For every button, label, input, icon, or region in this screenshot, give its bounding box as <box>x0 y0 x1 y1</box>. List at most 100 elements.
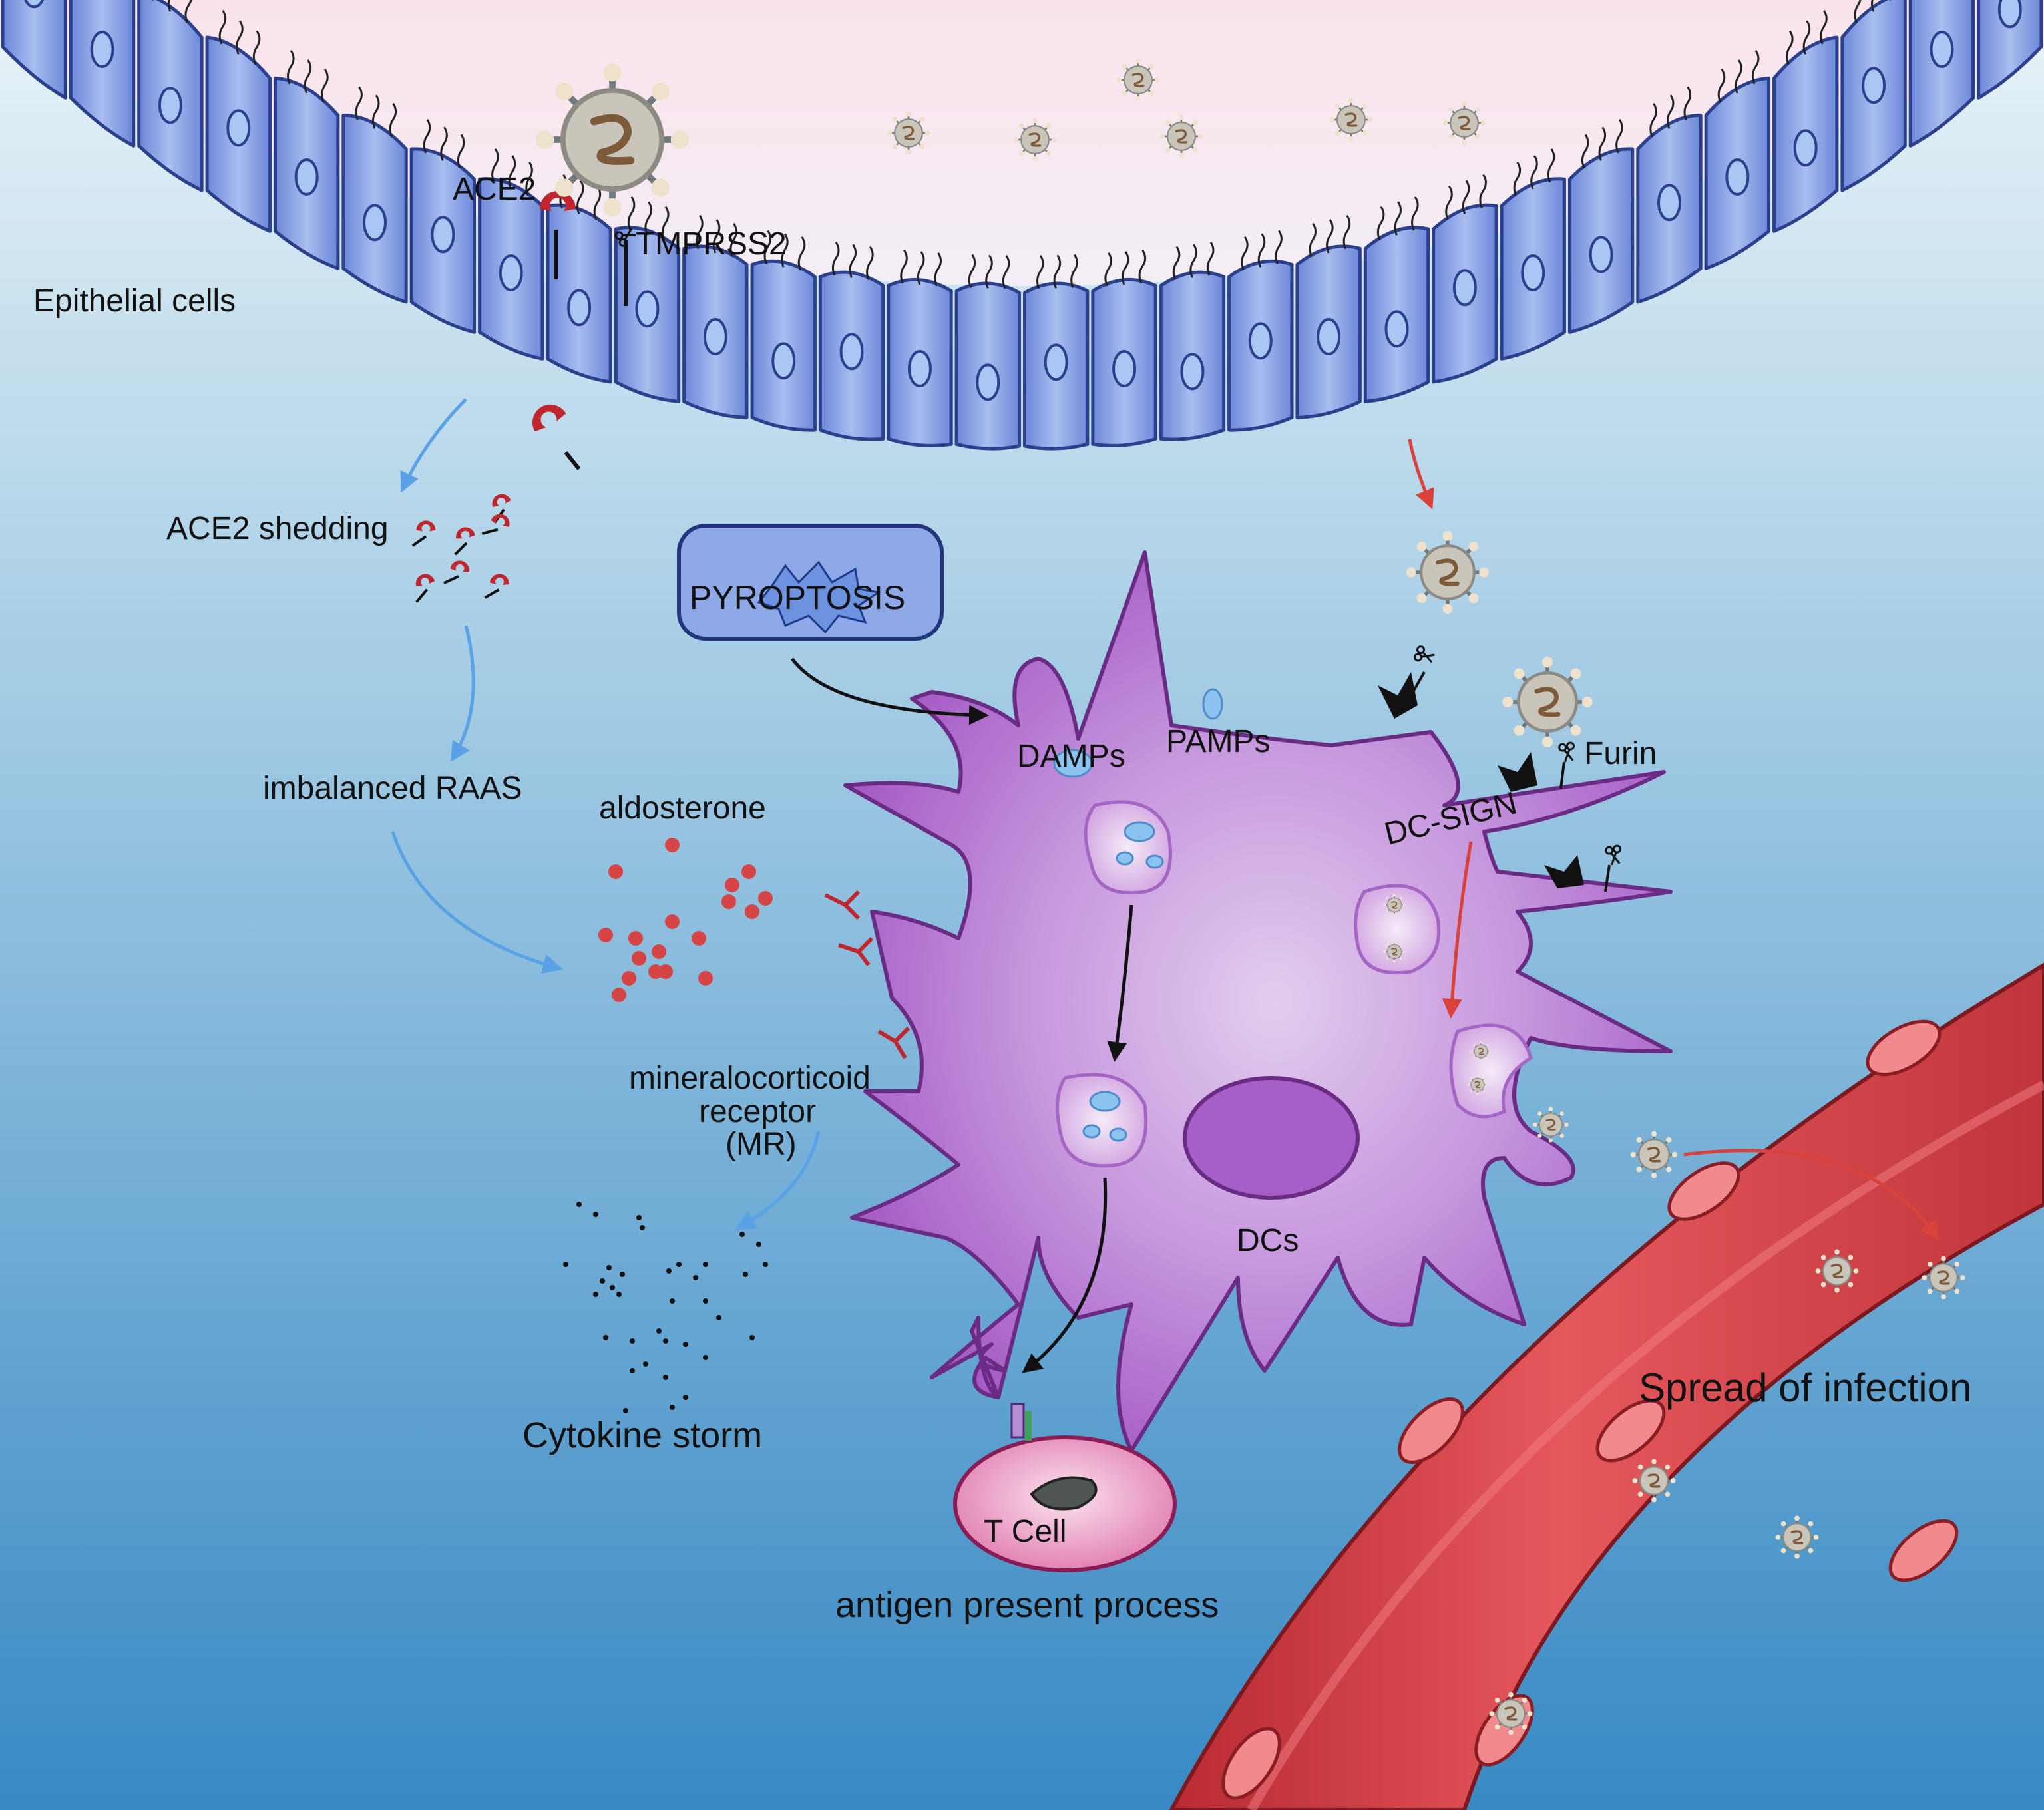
epithelial-cell <box>1363 196 1430 403</box>
aldosterone-molecule <box>608 864 623 879</box>
epithelial-cell <box>818 242 885 441</box>
label-spread-of-infection: Spread of infection <box>1639 1365 1971 1410</box>
aldosterone-molecules <box>598 838 773 1002</box>
cytokine-particle <box>643 1361 648 1367</box>
coronavirus-icon <box>1012 116 1058 163</box>
t-cell <box>953 1403 1177 1572</box>
epithelial-cell <box>273 50 340 270</box>
cytokine-particle <box>606 1265 612 1270</box>
dc-sign-receptor-icon <box>1544 855 1584 888</box>
aldosterone-molecule <box>652 944 666 959</box>
coronavirus-icon <box>1406 531 1489 614</box>
cytokine-particle <box>663 1375 668 1380</box>
epithelial-cell <box>614 196 681 403</box>
cytokine-particle <box>656 1328 662 1334</box>
epithelial-cell <box>205 10 272 233</box>
coronavirus-icon <box>1774 1514 1820 1560</box>
cytokine-particle <box>636 1215 642 1220</box>
epithelial-cell <box>1 0 67 100</box>
cytokine-particle <box>620 1272 625 1277</box>
cytokine-particle <box>640 1225 645 1230</box>
cytokine-particle <box>630 1368 635 1373</box>
cytokine-particle <box>676 1262 682 1267</box>
cytokine-particle <box>756 1242 761 1247</box>
cytokine-particle <box>593 1212 598 1217</box>
coronavirus-icon <box>1631 1457 1677 1504</box>
label-t-cell: T Cell <box>984 1514 1066 1549</box>
epithelial-cell <box>1023 254 1090 451</box>
arrow-aldosterone <box>391 831 563 974</box>
mineralocorticoid-receptors <box>824 890 911 1059</box>
coronavirus-icon <box>1488 1690 1534 1737</box>
ace2-receptor-icon <box>411 520 436 547</box>
arrow-vesicle-down <box>1107 904 1133 1062</box>
aldosterone-molecule <box>622 971 636 986</box>
arrow-ace2-shedding <box>400 398 467 493</box>
aldosterone-molecule <box>692 931 706 946</box>
arrow-cytokine-storm <box>735 1131 821 1230</box>
aldosterone-molecule <box>721 894 736 909</box>
cytokine-particle <box>623 1408 628 1413</box>
arrow-imbalanced-raas <box>450 625 475 763</box>
label-cytokine-storm: Cytokine storm <box>522 1415 762 1455</box>
ace2-receptor-icon <box>454 526 475 556</box>
cytokine-particle <box>593 1292 598 1297</box>
label-imbalanced-raas: imbalanced RAAS <box>263 771 522 806</box>
aldosterone-molecule <box>741 864 756 879</box>
cytokine-particle <box>616 1292 622 1297</box>
aldosterone-molecule <box>725 878 739 892</box>
epithelial-cell <box>1159 242 1226 441</box>
cytokine-particle <box>703 1262 708 1267</box>
label-ace2: ACE2 <box>453 172 536 207</box>
cytokine-particle <box>670 1298 675 1304</box>
pyroptosis-box <box>677 524 944 641</box>
cytokine-particle <box>693 1275 698 1280</box>
aldosterone-molecule <box>628 931 643 946</box>
epithelial-cell <box>954 254 1021 451</box>
epithelial-cell <box>887 250 953 447</box>
coronavirus-icon <box>1920 1254 1967 1301</box>
coronavirus-icon <box>536 63 689 216</box>
epithelial-cell <box>478 148 544 361</box>
pamps-vesicle <box>1202 688 1223 720</box>
aldosterone-molecule <box>665 838 680 852</box>
epithelial-cell <box>1908 0 1975 148</box>
dc-sign-receptor-icon <box>1498 752 1537 792</box>
arrow-dc-sign-internalize <box>1442 841 1473 1019</box>
label-damps: DAMPs <box>1017 739 1125 774</box>
dendritic-cell <box>843 550 1673 1453</box>
epithelial-cell <box>69 0 136 148</box>
cytokine-particle <box>743 1272 748 1277</box>
label-aldosterone: aldosterone <box>599 791 766 826</box>
label-dcs: DCs <box>1237 1223 1299 1258</box>
ace2-receptor-icon <box>413 572 435 603</box>
epithelial-cell <box>1840 0 1907 192</box>
virus-vesicle <box>1354 884 1441 975</box>
cytokine-particle <box>563 1262 568 1267</box>
coronavirus-icon <box>1502 657 1593 747</box>
coronavirus-icon <box>885 110 932 156</box>
label-epithelial-cells: Epithelial cells <box>33 283 236 319</box>
coronavirus-icon <box>1532 1106 1569 1143</box>
label-mineralocorticoid-3: (MR) <box>725 1127 797 1162</box>
epithelial-cell <box>1432 174 1498 384</box>
aldosterone-molecule <box>745 904 759 919</box>
vesicles <box>1053 688 1533 1168</box>
aldosterone-molecule <box>648 964 663 979</box>
epithelial-cell <box>1636 86 1703 304</box>
cytokine-particle <box>666 1268 672 1274</box>
coronavirus-icon <box>1115 57 1161 103</box>
blood-vessel <box>1169 962 2044 1810</box>
epithelial-cell <box>137 0 204 192</box>
arrow-pyroptosis <box>791 657 989 725</box>
endocytosis-vesicle <box>1449 1023 1533 1119</box>
epithelial-cell <box>409 119 477 334</box>
furin-enzymes <box>1410 644 1624 892</box>
epithelial-cell <box>1091 250 1157 447</box>
cytokine-particle <box>683 1395 688 1400</box>
damps-vesicle <box>1053 749 1093 778</box>
ace2-receptor-icon <box>484 573 510 599</box>
epithelial-cell <box>1295 215 1362 419</box>
